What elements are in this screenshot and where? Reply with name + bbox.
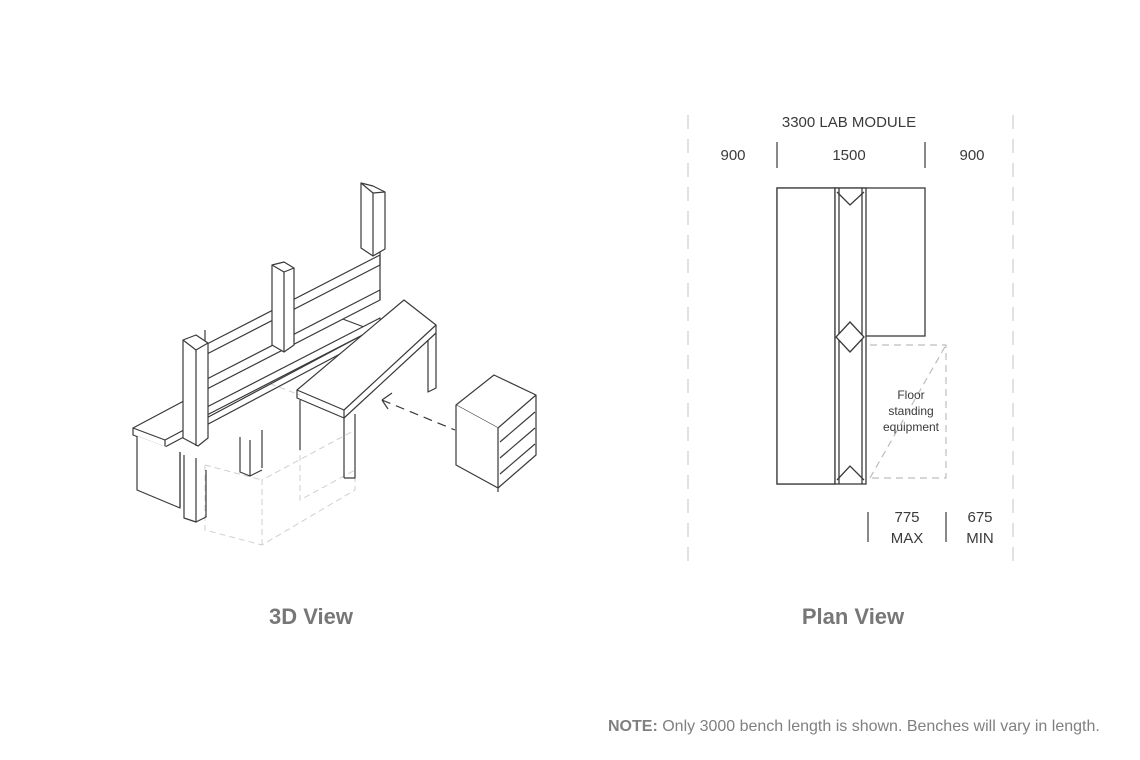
module-label: 3300 LAB MODULE	[782, 114, 916, 131]
max-label: MAX	[891, 530, 924, 547]
plan-view-diagram: 3300 LAB MODULE 900 1500 900 775 MAX 675…	[687, 114, 1014, 570]
max-value: 775	[894, 509, 919, 526]
upright-markers	[835, 191, 865, 481]
plan-benches	[776, 187, 926, 485]
equipment-zone	[869, 344, 947, 479]
dimension-center: 1500	[832, 147, 865, 164]
isometric-bench-illustration	[132, 182, 537, 546]
min-value: 675	[967, 509, 992, 526]
insert-arrow	[381, 392, 456, 431]
equipment-label-line-2: standing	[888, 404, 933, 418]
note-prefix: NOTE:	[608, 718, 658, 735]
module-boundary	[687, 115, 1014, 570]
service-uprights	[182, 182, 386, 447]
dimension-ticks	[776, 142, 947, 542]
caption-3d-view: 3D View	[269, 604, 353, 629]
footnote: NOTE: Only 3000 bench length is shown. B…	[608, 718, 1128, 736]
min-label: MIN	[966, 530, 994, 547]
dimension-left: 900	[720, 147, 745, 164]
peninsula-bench	[296, 299, 437, 479]
equipment-label-line-1: Floor	[897, 388, 924, 402]
equipment-label-line-3: equipment	[883, 420, 940, 434]
dimension-right: 900	[959, 147, 984, 164]
mobile-pedestal	[455, 374, 537, 492]
bench-left-run	[776, 187, 836, 485]
caption-plan-view: Plan View	[801, 604, 905, 629]
note-text: Only 3000 bench length is shown. Benches…	[657, 718, 1100, 735]
